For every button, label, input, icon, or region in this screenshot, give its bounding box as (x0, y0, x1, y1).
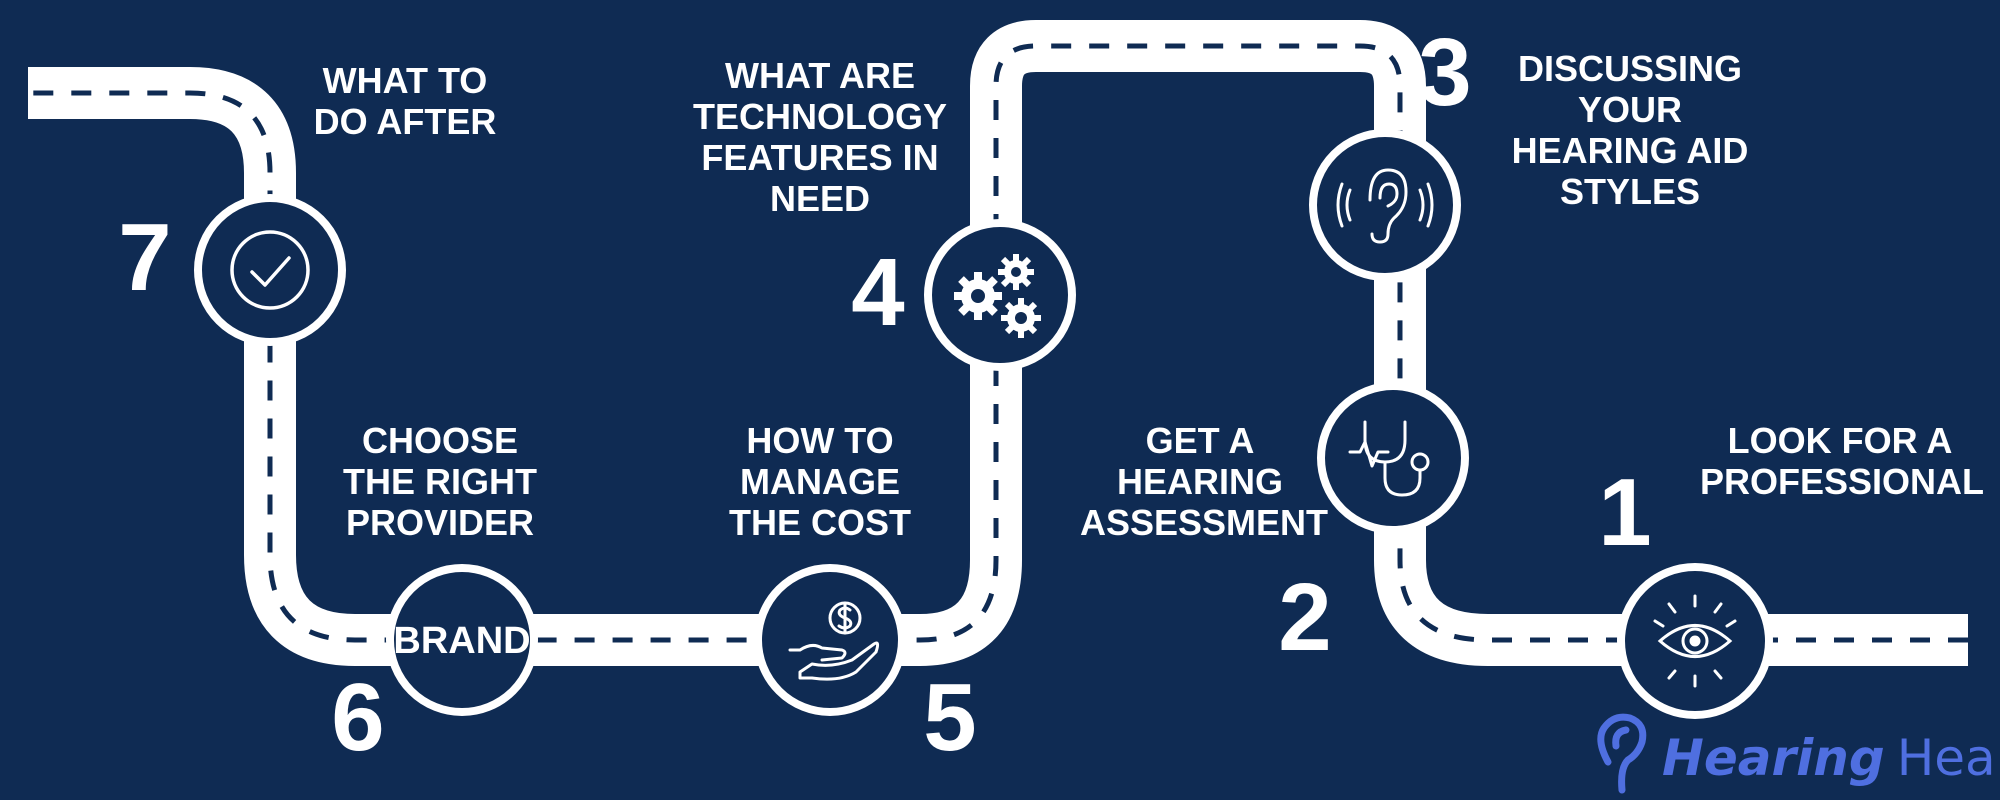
step-6-label: CHOOSE THE RIGHT PROVIDER (330, 420, 550, 543)
step-6-label-line: PROVIDER (345, 502, 535, 543)
step-4-label: WHAT ARE TECHNOLOGY FEATURES IN NEED (680, 55, 960, 219)
step-4-number: 4 (851, 239, 905, 346)
step-2-label-line: HEARING (1116, 461, 1283, 502)
gears-icon (954, 254, 1041, 338)
step-1-circle (1617, 563, 1773, 719)
step-4-label-line: WHAT ARE (725, 55, 915, 96)
ear-logo-icon (1597, 713, 1647, 794)
step-5-label-line: MANAGE (740, 461, 900, 502)
checkmark-icon (230, 230, 310, 310)
road-center-line (28, 43, 1968, 643)
logo-word-health: Health (1896, 729, 2000, 787)
step-5-label-line: THE COST (728, 502, 911, 543)
eye-icon (1653, 594, 1737, 688)
step-7-circle (194, 194, 346, 346)
step-1-label-line: LOOK FOR A (1727, 420, 1953, 461)
step-6-number: 6 (331, 664, 385, 771)
step-1-label: LOOK FOR A PROFESSIONAL (1700, 420, 1985, 502)
step-4-label-line: NEED (769, 178, 871, 219)
step-7-number: 7 (118, 204, 172, 311)
step-4-label-line: FEATURES IN (701, 137, 939, 178)
step-2-number: 2 (1278, 564, 1332, 671)
step-5-circle (754, 564, 906, 716)
step-3-label-line: DISCUSSING (1517, 48, 1743, 89)
step-3-circle (1309, 129, 1461, 281)
brand-logo: HearingHealth (1592, 718, 2000, 798)
step-4-circle (924, 219, 1076, 371)
step-2-label-line: ASSESSMENT (1080, 502, 1329, 543)
step-3-label-line: STYLES (1559, 171, 1701, 212)
step-5-number: 5 (923, 664, 977, 771)
step-5-label-line: HOW TO (746, 420, 894, 461)
ear-icon (1336, 168, 1434, 244)
step-2-label-line: GET A (1145, 420, 1255, 461)
step-3-number: 3 (1418, 19, 1472, 126)
step-1-label-line: PROFESSIONAL (1700, 461, 1985, 502)
step-4-label-line: TECHNOLOGY (692, 96, 947, 137)
step-7-label: WHAT TO DO AFTER (300, 60, 510, 142)
step-6-label-line: CHOOSE (361, 420, 519, 461)
step-3-label-line: HEARING AID (1511, 130, 1749, 171)
hand-dollar-icon (788, 601, 880, 681)
step-7-label-line: WHAT TO (322, 60, 488, 101)
step-6-label-line: THE RIGHT (343, 461, 537, 502)
step-6-circle: BRAND (386, 564, 538, 716)
step-2-label: GET A HEARING ASSESSMENT (1080, 420, 1329, 543)
logo-wordmark: HearingHealth (1662, 729, 2000, 787)
step-7-label-line: DO AFTER (313, 101, 497, 142)
logo-word-hearing: Hearing (1662, 729, 1885, 787)
step-3-label: DISCUSSING YOUR HEARING AID STYLES (1500, 48, 1760, 212)
brand-icon-text: BRAND (393, 620, 530, 662)
stethoscope-icon (1348, 420, 1430, 497)
step-3-label-line: YOUR (1577, 89, 1682, 130)
step-2-circle (1317, 382, 1469, 534)
step-5-label: HOW TO MANAGE THE COST (710, 420, 930, 543)
step-1-number: 1 (1598, 459, 1652, 566)
